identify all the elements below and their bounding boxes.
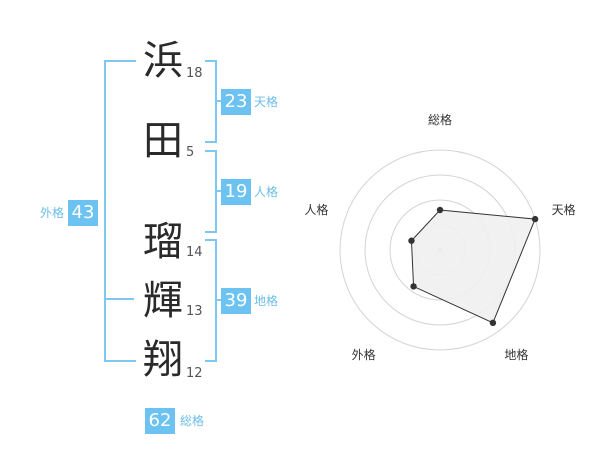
- gaikaku-badge: 43: [68, 200, 98, 226]
- gaikaku-middle-tick: [104, 298, 134, 300]
- stroke-count-2: 5: [186, 145, 195, 160]
- stroke-count-3: 14: [186, 245, 203, 260]
- soukaku-label: 総格: [180, 414, 205, 428]
- radar-polygon: [410, 209, 536, 324]
- gaikaku-bracket: [104, 60, 136, 362]
- radar-axis-label: 地格: [504, 347, 528, 362]
- stroke-count-4: 13: [186, 304, 203, 319]
- radar-axis-label: 人格: [304, 202, 328, 217]
- tenkaku-badge: 23: [221, 89, 251, 115]
- tenkaku-connector: [215, 100, 221, 102]
- chikaku-label: 地格: [254, 294, 279, 308]
- chikaku-connector: [215, 299, 221, 301]
- name-char-2: 田: [143, 118, 183, 164]
- radar-axis-label: 外格: [352, 347, 376, 362]
- radar-point: [436, 206, 444, 214]
- radar-point: [410, 283, 417, 290]
- gaikaku-label: 外格: [40, 206, 65, 220]
- radar-point: [408, 237, 415, 244]
- name-char-3: 瑠: [143, 219, 183, 265]
- jinkaku-connector: [215, 190, 221, 192]
- radar-axis-label: 総格: [428, 112, 452, 127]
- radar-point: [531, 215, 539, 223]
- radar-ring: [339, 149, 541, 351]
- tenkaku-label: 天格: [254, 95, 279, 109]
- name-char-4: 輝: [143, 278, 183, 324]
- radar-point: [489, 319, 497, 327]
- soukaku-badge: 62: [145, 408, 175, 434]
- jinkaku-label: 人格: [254, 185, 279, 199]
- name-char-5: 翔: [143, 337, 183, 383]
- radar-axis-label: 天格: [552, 202, 576, 217]
- stroke-count-1: 18: [186, 66, 203, 81]
- name-char-1: 浜: [143, 38, 183, 84]
- stroke-count-5: 12: [186, 366, 203, 381]
- chikaku-badge: 39: [221, 288, 251, 314]
- jinkaku-badge: 19: [221, 179, 251, 205]
